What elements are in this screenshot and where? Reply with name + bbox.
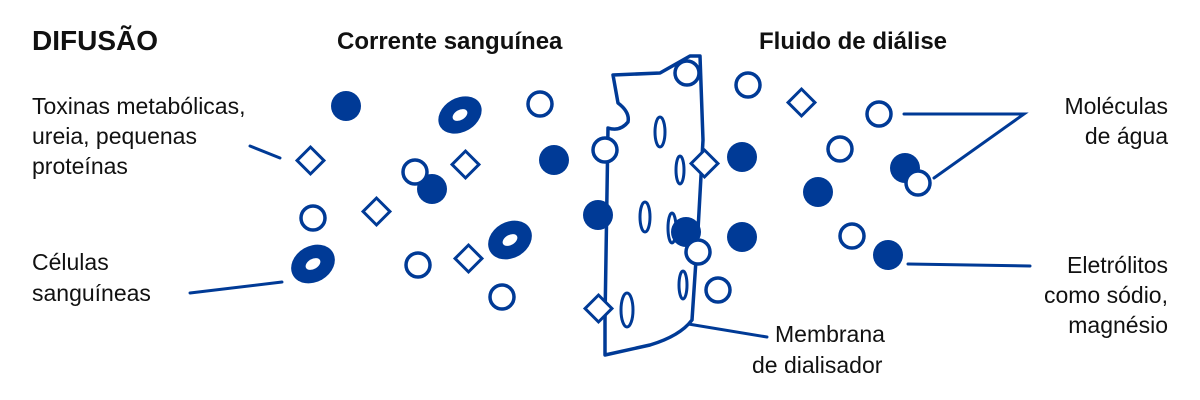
label-membrane: Membrana de dialisador (752, 321, 885, 378)
electrolyte-molecule (727, 222, 757, 252)
water-molecule (826, 135, 854, 163)
label-blood-cells-line-2: sanguíneas (32, 280, 151, 306)
electrolyte-molecule (539, 145, 569, 175)
water-molecule (591, 136, 619, 164)
toxin-molecule (688, 147, 721, 180)
leader-line-blood-cells (188, 280, 284, 295)
water-molecule (734, 71, 762, 99)
label-membrane-line-2: de dialisador (752, 352, 883, 378)
label-water-molecules: Moléculas de água (1064, 93, 1168, 149)
toxin-molecule (449, 148, 482, 181)
label-membrane-line-1: Membrana (775, 321, 885, 347)
water-molecule (838, 222, 866, 250)
leader-line-toxins (248, 144, 282, 160)
water-molecule (526, 90, 554, 118)
label-electrolytes: Eletrólitos como sódio, magnésio (1044, 252, 1168, 338)
label-toxins-line-1: Toxinas metabólicas, (32, 93, 246, 119)
water-molecule (404, 251, 432, 279)
membrane-pore (638, 200, 652, 234)
electrolyte-molecule (583, 200, 613, 230)
membrane-pore (677, 269, 689, 301)
water-molecule (401, 158, 429, 186)
membrane-pores (619, 115, 689, 329)
label-electrolytes-line-1: Eletrólitos (1067, 252, 1168, 278)
water-molecule (865, 100, 893, 128)
toxin-molecule (294, 144, 327, 177)
electrolyte-molecule (873, 240, 903, 270)
membrane-pore (619, 291, 635, 329)
dialyzer-membrane (603, 54, 705, 357)
water-molecule (299, 204, 327, 232)
toxin-molecule (452, 242, 485, 275)
toxin-molecule (360, 195, 393, 228)
leader-line-electrolytes (906, 262, 1032, 268)
label-toxins-line-3: proteínas (32, 153, 128, 179)
toxin-molecule (582, 292, 615, 325)
water-molecule (704, 276, 732, 304)
blood-cell (488, 220, 532, 260)
label-electrolytes-line-2: como sódio, (1044, 282, 1168, 308)
label-water-line-2: de água (1085, 123, 1168, 149)
membrane-pore (653, 115, 667, 149)
blood-cell (438, 96, 482, 134)
label-blood-cells: Células sanguíneas (32, 249, 151, 306)
label-water-line-1: Moléculas (1064, 93, 1168, 119)
electrolyte-molecule (803, 177, 833, 207)
water-molecule (904, 169, 932, 197)
toxin-molecule (785, 86, 818, 119)
membrane-pore (674, 154, 686, 186)
blood-cell (291, 244, 335, 284)
water-molecule (684, 238, 712, 266)
water-molecule (488, 283, 516, 311)
header-blood-stream: Corrente sanguínea (337, 28, 563, 55)
leader-line-water (902, 112, 1029, 180)
label-toxins: Toxinas metabólicas, ureia, pequenas pro… (32, 93, 246, 179)
diagram-title: DIFUSÃO (32, 25, 158, 56)
electrolyte-molecule (331, 91, 361, 121)
label-toxins-line-2: ureia, pequenas (32, 123, 197, 149)
electrolyte-molecule (727, 142, 757, 172)
label-electrolytes-line-3: magnésio (1068, 312, 1168, 338)
header-dialysis-fluid: Fluido de diálise (759, 28, 947, 55)
water-molecule (673, 59, 701, 87)
label-blood-cells-line-1: Células (32, 249, 109, 275)
